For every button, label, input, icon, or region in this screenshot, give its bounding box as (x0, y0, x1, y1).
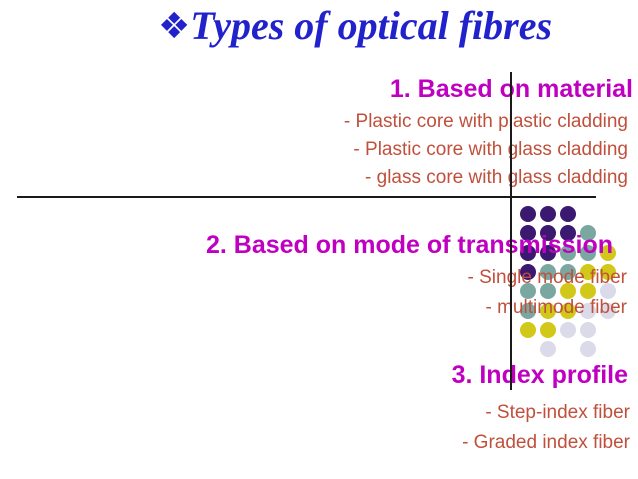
dot (580, 225, 596, 242)
dot (520, 206, 536, 222)
dot (560, 244, 576, 261)
diamond-bullet-icon: ❖ (158, 6, 191, 47)
dot (560, 263, 576, 280)
dot (560, 206, 576, 222)
dot (540, 302, 556, 319)
dot (540, 244, 556, 261)
slide-title-text: Types of optical fibres (190, 3, 553, 48)
section-2-heading: 2. Based on mode of transmission (205, 231, 613, 259)
dot (540, 263, 556, 280)
section-3-item-1: - Step-index fiber (485, 402, 630, 423)
dot (560, 283, 576, 300)
dot (580, 283, 596, 300)
dot (580, 341, 596, 358)
dot (540, 321, 556, 338)
dot (560, 321, 576, 338)
dot (600, 244, 616, 261)
dot (600, 302, 616, 319)
dot (580, 321, 596, 338)
dot (560, 302, 576, 319)
slide-title: ❖Types of optical fibres (158, 6, 552, 47)
dot (600, 263, 616, 280)
dot (560, 225, 576, 242)
dot (520, 283, 536, 300)
section-3-item-2: - Graded index fiber (462, 432, 630, 453)
dot (520, 225, 536, 242)
horizontal-divider-line (17, 196, 596, 198)
section-2-item-2: - multimode fiber (485, 297, 628, 318)
dot (540, 225, 556, 242)
section-1-item-1: - Plastic core with plastic cladding (343, 111, 628, 132)
dot (520, 321, 536, 338)
dot (520, 302, 536, 319)
section-2-item-1: - Single mode fiber (467, 267, 627, 288)
dot (540, 341, 556, 358)
dot (540, 283, 556, 300)
dot (580, 244, 596, 261)
dot (580, 302, 596, 319)
vertical-divider-line (510, 72, 512, 390)
dot (580, 263, 596, 280)
dot (600, 283, 616, 300)
dot (520, 263, 536, 280)
section-3-heading: 3. Index profile (451, 361, 628, 389)
section-1-item-3: - glass core with glass cladding (365, 167, 628, 188)
dot (540, 206, 556, 222)
section-1-item-2: - Plastic core with glass cladding (353, 139, 628, 160)
dot (520, 244, 536, 261)
